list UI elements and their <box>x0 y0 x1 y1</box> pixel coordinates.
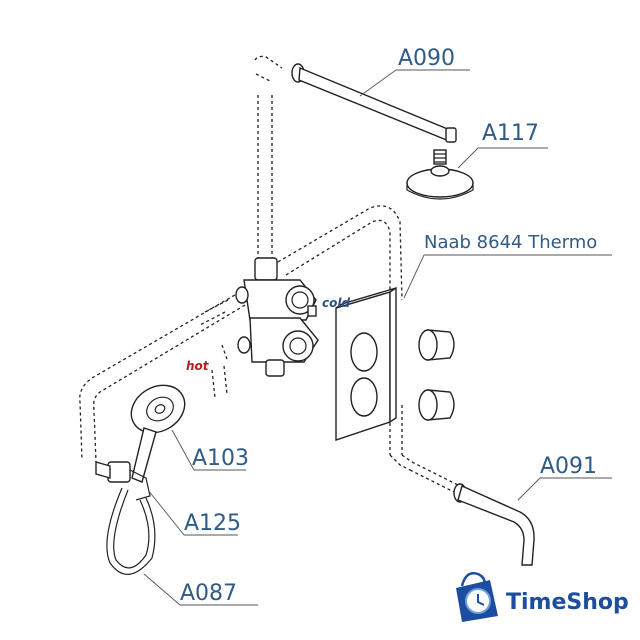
shopping-bag-clock-icon <box>456 572 498 622</box>
spout <box>453 483 535 566</box>
brand-name: TimeShop <box>506 590 629 615</box>
label-hose: A087 <box>180 581 237 606</box>
label-holder: A125 <box>184 511 241 536</box>
label-spout: A091 <box>540 454 597 479</box>
label-cold-inlet: cold <box>322 296 350 310</box>
shower-hose <box>106 487 156 575</box>
label-hot-inlet: hot <box>186 359 210 373</box>
timeshop-watermark: TimeShop <box>456 572 629 622</box>
mixer-body <box>235 257 319 377</box>
hand-shower <box>130 384 186 483</box>
head-shower <box>406 149 474 200</box>
shower-arm <box>291 63 457 143</box>
trim-plate <box>335 286 397 441</box>
label-hand-shower: A103 <box>192 446 249 471</box>
hand-shower-holder <box>95 461 151 501</box>
leader-lines <box>143 69 612 606</box>
label-shower-arm: A090 <box>398 46 455 71</box>
label-head-shower: A117 <box>482 121 539 146</box>
handle-upper <box>418 329 455 361</box>
handle-lower <box>418 389 455 421</box>
label-product: Naab 8644 Thermo <box>424 232 597 253</box>
